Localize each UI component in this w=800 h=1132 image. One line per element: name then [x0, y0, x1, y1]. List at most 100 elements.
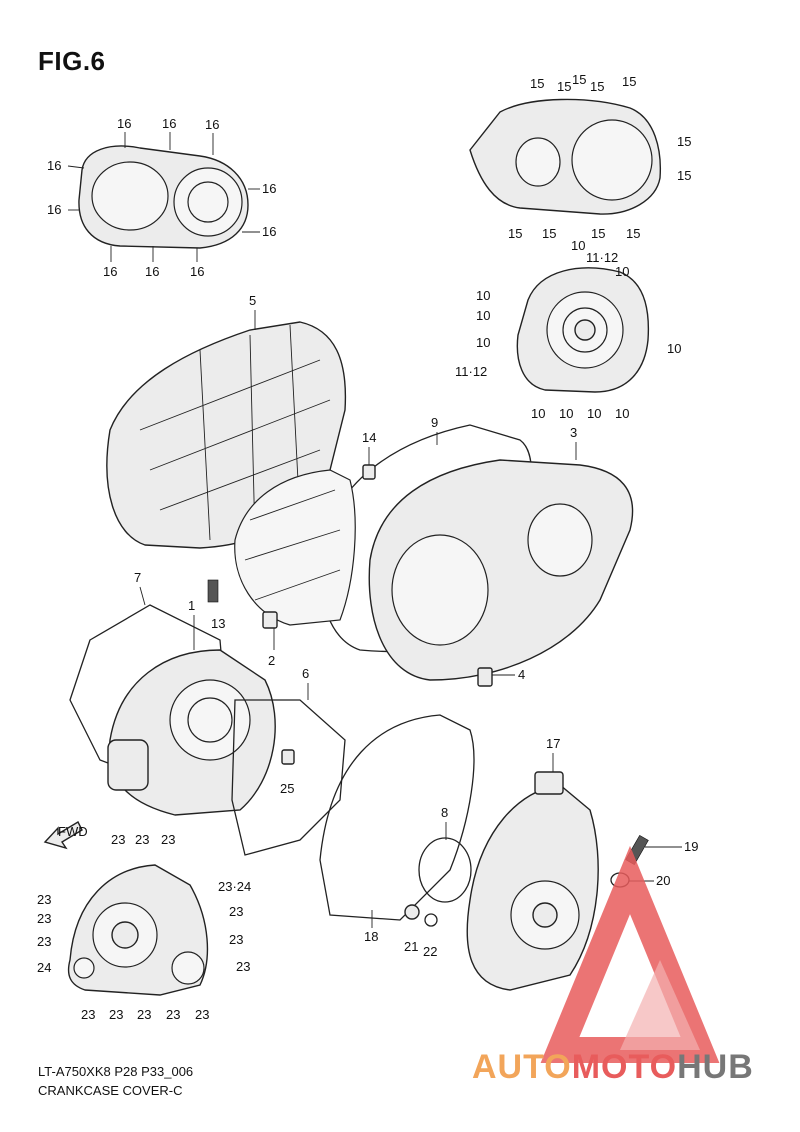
callout-label: 23	[161, 832, 175, 847]
callout-label: 4	[518, 667, 525, 682]
callout-label: 24	[37, 960, 51, 975]
washer-21	[404, 904, 420, 920]
callout-label: 15	[626, 226, 640, 241]
o-ring-22	[424, 913, 438, 927]
inner-cover-part-2	[234, 469, 356, 626]
callout-label: 22	[423, 944, 437, 959]
callout-label: 11·12	[455, 364, 487, 379]
callout-label: 23	[81, 1007, 95, 1022]
callout-label: 2	[268, 653, 275, 668]
watermark-triangle-inner-icon	[620, 960, 700, 1050]
callout-label: 15	[677, 168, 691, 183]
callout-label: 10	[476, 335, 490, 350]
callouts-15: 15 15 15 15 15 15 15 15 15 15 15	[508, 72, 691, 241]
callout-label: 23	[229, 932, 243, 947]
callout-label: 14	[362, 430, 376, 445]
callout-label: 23	[229, 904, 243, 919]
o-ring-8	[418, 837, 472, 903]
callout-label: 16	[262, 224, 276, 239]
callout-label: 19	[684, 839, 698, 854]
watermark-logo: AUTOMOTOHUB	[472, 845, 754, 1086]
callout-label: 23	[166, 1007, 180, 1022]
watermark-part2: MOTO	[572, 1048, 677, 1086]
callout-label: 11·12	[586, 250, 618, 265]
callout-label: 16	[190, 264, 204, 279]
callout-label: 15	[557, 79, 571, 94]
leader-lines	[67, 132, 682, 928]
callout-label: 3	[570, 425, 577, 440]
callout-label: 9	[431, 415, 438, 430]
callout-label: 10	[587, 406, 601, 421]
callout-label: 1	[188, 598, 195, 613]
callout-label: 10	[531, 406, 545, 421]
callout-label: 17	[546, 736, 560, 751]
callouts-10: 10 11·12 10 10 10 10 10 11·12 10 10 10 1…	[455, 238, 681, 421]
figure-title: FIG.6	[38, 46, 106, 76]
bolt-13	[207, 579, 219, 603]
callout-label: 10	[615, 406, 629, 421]
callout-label: 15	[622, 74, 636, 89]
cover-bottom-left	[67, 864, 209, 996]
callout-label: 23	[37, 934, 51, 949]
callout-label: 23	[109, 1007, 123, 1022]
plug-4	[477, 667, 493, 687]
callout-label: 10	[615, 264, 629, 279]
callout-label: 23	[135, 832, 149, 847]
callout-label: 10	[559, 406, 573, 421]
callout-label: 20	[656, 873, 670, 888]
gasket-6	[231, 699, 346, 856]
callout-label: 16	[262, 181, 276, 196]
callout-label: 7	[134, 570, 141, 585]
outer-cover-small	[78, 145, 249, 249]
callout-label: 25	[280, 781, 294, 796]
watermark-part3: HUB	[677, 1048, 754, 1086]
footer-name: CRANKCASE COVER-C	[38, 1083, 183, 1098]
callout-label: 16	[47, 158, 61, 173]
watermark-text: AUTOMOTOHUB	[472, 1048, 754, 1086]
fwd-arrow-icon: FWD	[43, 821, 88, 850]
callout-label: 23	[111, 832, 125, 847]
callout-label: 18	[364, 929, 378, 944]
fwd-label: FWD	[58, 824, 88, 839]
callout-label: 23	[195, 1007, 209, 1022]
callout-label: 16	[162, 116, 176, 131]
callout-label: 10	[571, 238, 585, 253]
callout-label: 16	[117, 116, 131, 131]
crankcase-cover-part-1	[69, 604, 276, 816]
callout-label: 23·24	[218, 879, 251, 894]
callout-label: 15	[508, 226, 522, 241]
callout-label: 15	[572, 72, 586, 87]
outer-cover-right	[469, 98, 662, 215]
callout-label: 5	[249, 293, 256, 308]
callout-label: 15	[542, 226, 556, 241]
generator-cover	[516, 267, 650, 393]
footer-code: LT-A750XK8 P28 P33_006	[38, 1064, 194, 1079]
dowel-pin-25	[281, 749, 295, 765]
callout-label: 8	[441, 805, 448, 820]
cover-part-17	[466, 771, 599, 991]
callout-label: 16	[145, 264, 159, 279]
dowel-pin-14	[362, 464, 376, 480]
dowel-pin-2	[262, 611, 278, 629]
callout-label: 16	[205, 117, 219, 132]
callout-label: 10	[476, 308, 490, 323]
callout-label: 15	[530, 76, 544, 91]
watermark-part1: AUTO	[472, 1048, 572, 1086]
callouts-16: 16 16 16 16 16 16 16 16 16 16	[47, 116, 276, 279]
callout-label: 6	[302, 666, 309, 681]
callout-label: 15	[590, 79, 604, 94]
callout-label: 10	[476, 288, 490, 303]
callout-label: 10	[667, 341, 681, 356]
callout-label: 23	[37, 911, 51, 926]
callout-label: 16	[47, 202, 61, 217]
callout-label: 15	[677, 134, 691, 149]
cover-part-3	[319, 424, 634, 681]
gasket-18	[319, 714, 475, 921]
callouts-main: 5 14 9 3 7 1 13 2 6 4 25 17 8 19 20 18 2…	[134, 293, 698, 959]
callout-label: 23	[137, 1007, 151, 1022]
callout-label: 23	[236, 959, 250, 974]
callout-label: 23	[37, 892, 51, 907]
callout-label: 15	[591, 226, 605, 241]
